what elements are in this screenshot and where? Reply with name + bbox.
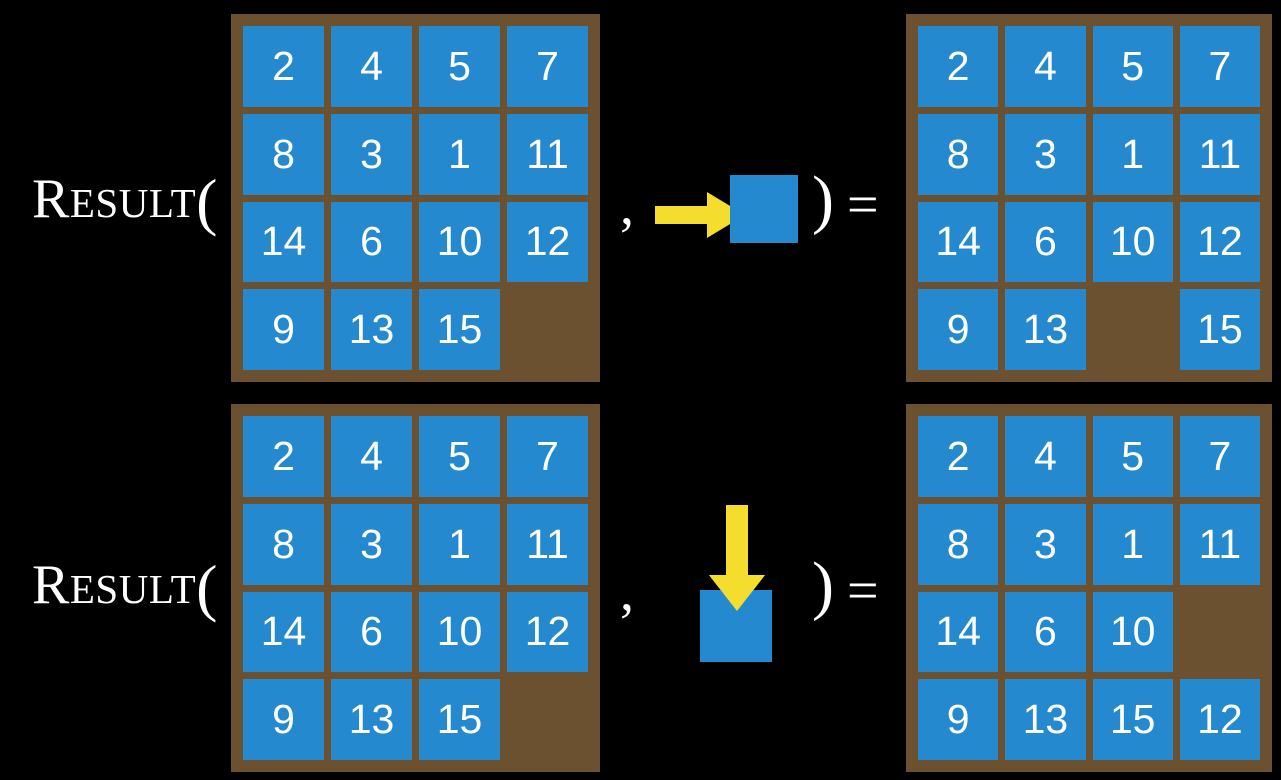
tile[interactable]: 14 — [918, 591, 999, 673]
open-paren: ( — [196, 166, 218, 237]
result-label-row-1: RESULT( — [32, 170, 218, 234]
tile[interactable]: 7 — [507, 26, 588, 107]
result-label-row-2: RESULT( — [32, 556, 218, 620]
tile[interactable]: 12 — [1179, 201, 1260, 283]
tile[interactable]: 6 — [331, 591, 412, 673]
empty-slot — [507, 289, 588, 370]
tile[interactable]: 11 — [507, 113, 588, 195]
tile[interactable]: 11 — [507, 503, 588, 585]
tile[interactable]: 10 — [1092, 591, 1173, 673]
tile[interactable]: 14 — [243, 591, 324, 673]
arrow-right-icon — [655, 192, 745, 238]
tile[interactable]: 4 — [331, 26, 412, 107]
close-paren-row-1: ) — [812, 163, 834, 236]
tile[interactable]: 3 — [331, 113, 412, 195]
tile[interactable]: 5 — [1092, 26, 1173, 107]
tile[interactable]: 5 — [419, 416, 500, 497]
tile[interactable]: 13 — [1005, 289, 1086, 370]
input-board-row-1[interactable]: 2 4 5 7 8 3 1 11 14 6 10 12 9 13 15 — [231, 14, 600, 382]
empty-slot — [507, 679, 588, 760]
tile[interactable]: 9 — [918, 679, 999, 760]
tile[interactable]: 2 — [918, 416, 999, 497]
result-label-rest: ESULT — [69, 566, 197, 612]
tile[interactable]: 4 — [1005, 26, 1086, 107]
tile[interactable]: 8 — [243, 503, 324, 585]
tile[interactable]: 3 — [331, 503, 412, 585]
tile[interactable]: 11 — [1179, 113, 1260, 195]
equals-sign-row-1: = — [847, 174, 879, 236]
tile[interactable]: 2 — [243, 26, 324, 107]
tile[interactable]: 13 — [331, 289, 412, 370]
tile[interactable]: 15 — [419, 289, 500, 370]
tile[interactable]: 9 — [243, 289, 324, 370]
tile[interactable]: 8 — [243, 113, 324, 195]
tile[interactable]: 4 — [1005, 416, 1086, 497]
tile[interactable]: 15 — [1179, 289, 1260, 370]
tile[interactable]: 9 — [243, 679, 324, 760]
tile[interactable]: 15 — [419, 679, 500, 760]
moving-tile[interactable] — [730, 175, 798, 243]
output-board-row-2[interactable]: 2 4 5 7 8 3 1 11 14 6 10 9 13 15 12 — [906, 404, 1272, 772]
tile[interactable]: 7 — [1179, 416, 1260, 497]
tile[interactable]: 10 — [419, 591, 500, 673]
tile[interactable]: 3 — [1005, 113, 1086, 195]
tile[interactable]: 3 — [1005, 503, 1086, 585]
tile[interactable]: 8 — [918, 503, 999, 585]
tile[interactable]: 1 — [419, 113, 500, 195]
tile[interactable]: 8 — [918, 113, 999, 195]
tile[interactable]: 12 — [1179, 679, 1260, 760]
argument-separator-comma-row-1: , — [620, 175, 634, 237]
tile[interactable]: 5 — [1092, 416, 1173, 497]
tile[interactable]: 9 — [918, 289, 999, 370]
action-down-row-2 — [700, 505, 800, 670]
output-board-row-1[interactable]: 2 4 5 7 8 3 1 11 14 6 10 12 9 13 15 — [906, 14, 1272, 382]
argument-separator-comma-row-2: , — [620, 561, 634, 623]
tile[interactable]: 5 — [419, 26, 500, 107]
tile[interactable]: 6 — [331, 201, 412, 283]
tile[interactable]: 10 — [419, 201, 500, 283]
empty-slot — [1093, 289, 1173, 370]
tile[interactable]: 15 — [1092, 679, 1173, 760]
tile[interactable]: 11 — [1179, 503, 1260, 585]
result-label-initial: R — [32, 168, 70, 230]
action-right-row-1 — [655, 172, 800, 247]
arrow-down-icon-overlay — [709, 505, 765, 611]
tile[interactable]: 2 — [918, 26, 999, 107]
equals-sign-row-2: = — [847, 560, 879, 622]
tile[interactable]: 1 — [1092, 113, 1173, 195]
tile[interactable]: 2 — [243, 416, 324, 497]
tile[interactable]: 4 — [331, 416, 412, 497]
tile[interactable]: 14 — [243, 201, 324, 283]
tile[interactable]: 12 — [507, 591, 588, 673]
tile[interactable]: 10 — [1092, 201, 1173, 283]
tile[interactable]: 7 — [507, 416, 588, 497]
tile[interactable]: 13 — [331, 679, 412, 760]
empty-slot — [1180, 592, 1260, 673]
result-label-rest: ESULT — [69, 180, 197, 226]
input-board-row-2[interactable]: 2 4 5 7 8 3 1 11 14 6 10 12 9 13 15 — [231, 404, 600, 772]
result-label-initial: R — [32, 554, 70, 616]
tile[interactable]: 14 — [918, 201, 999, 283]
open-paren: ( — [196, 552, 218, 623]
tile[interactable]: 1 — [1092, 503, 1173, 585]
tile[interactable]: 6 — [1005, 591, 1086, 673]
tile[interactable]: 13 — [1005, 679, 1086, 760]
tile[interactable]: 7 — [1179, 26, 1260, 107]
tile[interactable]: 6 — [1005, 201, 1086, 283]
close-paren-row-2: ) — [812, 549, 834, 622]
tile[interactable]: 12 — [507, 201, 588, 283]
tile[interactable]: 1 — [419, 503, 500, 585]
